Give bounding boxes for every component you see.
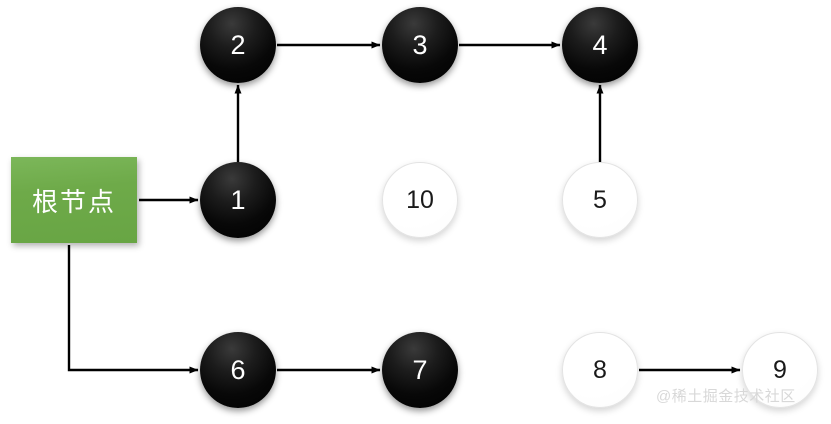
graph-node-7[interactable]: 7 — [382, 332, 458, 408]
graph-node-label: 2 — [230, 29, 246, 60]
graph-node-4[interactable]: 4 — [562, 7, 638, 83]
graph-node-2[interactable]: 2 — [200, 7, 276, 83]
graph-node-label: 8 — [593, 355, 607, 384]
watermark-text: @稀土掘金技术社区 — [656, 388, 796, 405]
graph-node-label: 7 — [412, 354, 428, 385]
graph-node-1[interactable]: 1 — [200, 162, 276, 238]
graph-node-6[interactable]: 6 — [200, 332, 276, 408]
graph-node-label: 10 — [406, 185, 434, 214]
graph-node-5[interactable]: 5 — [562, 162, 638, 238]
graph-node-10[interactable]: 10 — [382, 162, 458, 238]
graph-node-8[interactable]: 8 — [562, 332, 638, 408]
graph-node-label: 6 — [230, 354, 246, 385]
graph-node-label: 3 — [412, 29, 428, 60]
root-node-label: 根节点 — [31, 186, 116, 217]
graph-node-label: 9 — [773, 355, 787, 384]
graph-node-label: 5 — [593, 185, 607, 214]
root-node-box[interactable]: 根节点 — [11, 157, 137, 243]
graph-node-label: 1 — [230, 184, 246, 215]
graph-node-label: 4 — [592, 29, 608, 60]
edge-root-to-6 — [67, 245, 199, 374]
graph-node-9[interactable]: 9 — [742, 332, 818, 408]
graph-node-3[interactable]: 3 — [382, 7, 458, 83]
